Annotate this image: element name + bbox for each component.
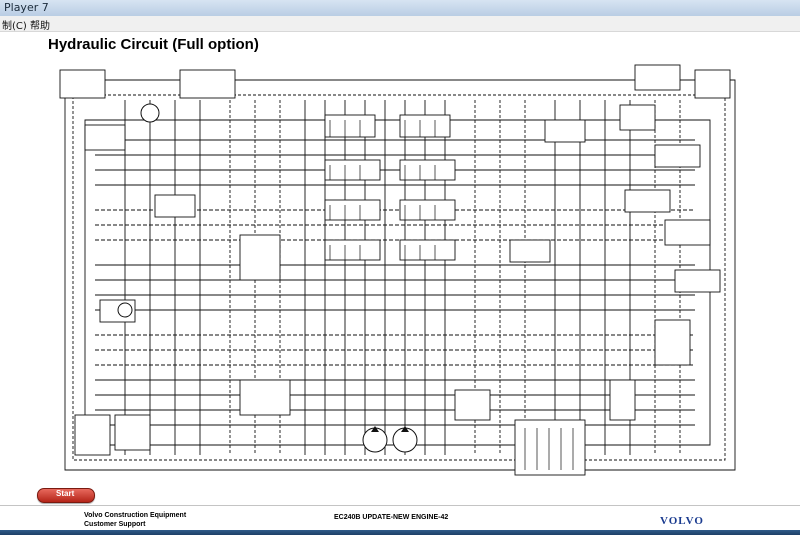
document-title: EC240B UPDATE-NEW ENGINE-42 <box>334 514 449 521</box>
page-title: Hydraulic Circuit (Full option) <box>48 36 259 53</box>
company-name: Volvo Construction Equipment <box>84 512 187 519</box>
company-info: Volvo Construction Equipment Customer Su… <box>84 511 186 529</box>
window-titlebar: Player 7 <box>0 0 800 17</box>
footer-divider <box>0 505 800 506</box>
hydraulic-schematic <box>59 64 736 476</box>
menu-item-help[interactable]: 帮助 <box>30 21 50 32</box>
company-department: Customer Support <box>84 521 146 528</box>
menu-item-control[interactable]: 制(C) <box>2 21 27 32</box>
taskbar-strip <box>0 530 800 535</box>
window-title: Player 7 <box>4 1 49 14</box>
volvo-logo: VOLVO <box>660 515 726 527</box>
start-button[interactable]: Start <box>37 488 95 503</box>
menu-bar: 制(C) 帮助 <box>0 16 800 32</box>
volvo-logo-text: VOLVO <box>660 515 704 527</box>
start-button-label: Start <box>56 489 75 498</box>
